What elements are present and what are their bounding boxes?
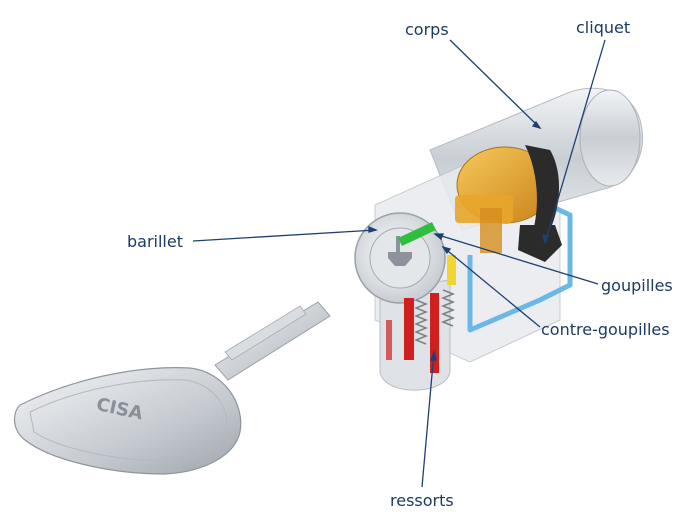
label-goupilles: goupilles — [601, 276, 673, 295]
label-contre-goupilles: contre-goupilles — [541, 320, 670, 339]
leader-ressorts — [421, 351, 435, 488]
springs-group — [386, 255, 456, 373]
label-cliquet: cliquet — [576, 18, 631, 37]
cam-assembly — [455, 145, 562, 262]
green-pin — [398, 222, 436, 246]
leader-barillet — [192, 229, 377, 242]
leader-goupilles — [434, 233, 599, 285]
leader-lines — [192, 39, 606, 488]
leader-cliquet — [544, 39, 606, 244]
leader-corps — [449, 39, 541, 129]
key: CISA — [14, 301, 331, 475]
label-barillet: barillet — [127, 232, 183, 251]
label-ressorts: ressorts — [390, 491, 454, 510]
leader-contre-goupilles — [442, 246, 541, 328]
label-corps: corps — [405, 20, 449, 39]
frame-outline — [467, 205, 573, 333]
cliquet-part — [518, 225, 562, 262]
